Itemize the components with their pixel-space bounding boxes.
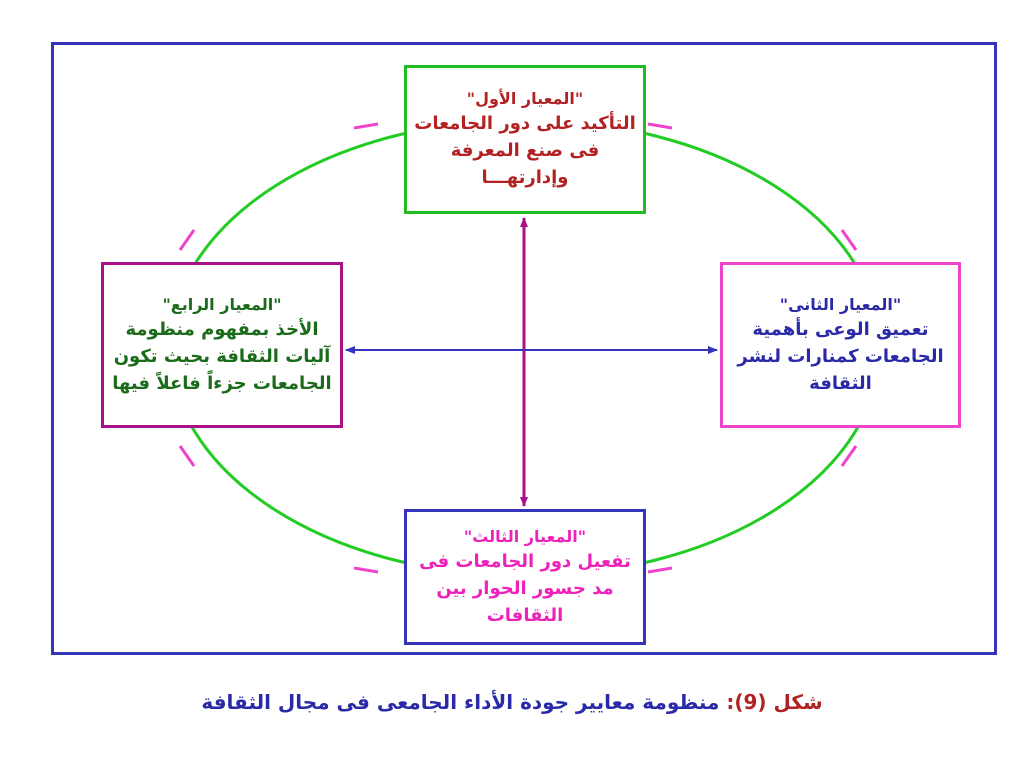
caption-text: منظومة معايير جودة الأداء الجامعى فى مجا… [201,690,720,714]
ellipse-arrow-right-upper [840,229,858,251]
criterion-line: الأخذ بمفهوم منظومة [125,318,319,340]
criterion-line: مد جسور الحوار بين [436,577,614,599]
criterion-line: الجامعات كمنارات لنشر [737,345,944,367]
ellipse-arrow-top-left [353,122,379,130]
cycle-arrowheads [178,122,858,574]
criterion-line: تفعيل دور الجامعات فى [419,550,631,572]
criterion-line: التأكيد على دور الجامعات [414,113,636,134]
diagram-frame [51,42,997,655]
ellipse-arrow-top-right [647,122,673,130]
criterion-box-third: "المعيار الثالث" تفعيل دور الجامعات فى م… [404,509,646,645]
criterion-box-second: "المعيار الثانى" تعميق الوعى بأهمية الجا… [720,262,961,428]
criterion-line: فى صنع المعرفة [450,140,600,161]
figure-caption: شكل (9): منظومة معايير جودة الأداء الجام… [0,688,1024,716]
criterion-heading: "المعيار الرابع" [162,294,282,314]
criterion-line: تعميق الوعى بأهمية [752,318,929,340]
criterion-line: الجامعات جزءاً فاعلاً فيها [112,372,332,394]
ellipse-arrow-bottom-right [647,566,673,574]
caption-label: شكل (9): [726,690,823,714]
criterion-line: وإدارتهـــا [481,167,569,188]
ellipse-arrow-left-lower [178,445,196,467]
criterion-box-fourth: "المعيار الرابع" الأخذ بمفهوم منظومة آلي… [101,262,343,428]
ellipse-arrow-bottom-left [353,566,379,574]
ellipse-arrow-left-upper [178,229,196,251]
criterion-line: الثقافة [809,372,872,394]
ellipse-arrow-right-lower [840,445,858,467]
criterion-box-first: "المعيار الأول" التأكيد على دور الجامعات… [404,65,646,214]
criterion-heading: "المعيار الأول" [466,89,584,108]
criterion-heading: "المعيار الثانى" [779,294,902,314]
criterion-line: الثقافات [486,604,564,626]
criterion-heading: "المعيار الثالث" [463,526,587,546]
criterion-line: آليات الثقافة بحيث تكون [113,345,331,367]
